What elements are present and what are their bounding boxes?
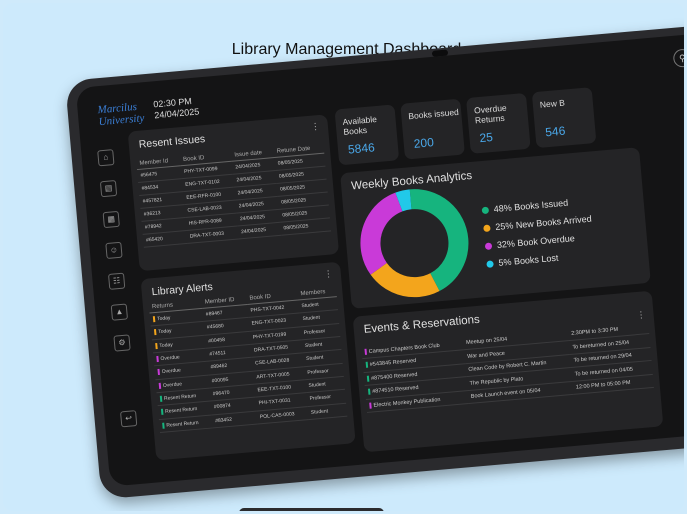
more-icon[interactable]: ⋮: [636, 309, 646, 321]
library-alerts-table: Returns Member ID Book ID Members Today#…: [148, 286, 348, 433]
cell: 24/04/2025: [237, 222, 282, 239]
stat-label-line: Books: [343, 124, 368, 137]
stat-card-new-books[interactable]: New B 546: [531, 87, 597, 149]
legend-swatch: [484, 242, 493, 251]
status-tag: [159, 395, 163, 402]
legend-label: 48% Books Issued: [493, 197, 569, 215]
legend-item-issued: 48% Books Issued: [481, 198, 568, 216]
status-tag: [366, 375, 370, 382]
building-icon[interactable]: ▲: [110, 303, 129, 321]
cell-text: Resent Return: [166, 419, 199, 429]
donut-chart: [360, 189, 469, 298]
dashboard-screen: Marcilus University 02:30 PM 24/04/2025 …: [75, 31, 684, 487]
slice-lost: [360, 189, 469, 298]
weekly-analytics-panel: Weekly Books Analytics 48% Books Issued …: [340, 147, 651, 309]
presentation-frame: Library Management Dashboard Marcilus Un…: [3, 3, 684, 511]
events-panel: Events & Reservations ⋮ Campus Chapters …: [352, 290, 664, 453]
cell-text: Overdue: [160, 354, 180, 363]
status-tag: [162, 422, 165, 429]
status-tag: [155, 342, 158, 349]
legend-item-lost: 5% Books Lost: [486, 253, 559, 269]
stat-label-line: New B: [539, 97, 566, 110]
more-icon[interactable]: ⋮: [310, 120, 321, 132]
status-tag: [364, 348, 368, 355]
slice-overdue: [360, 189, 469, 298]
status-tag: [153, 329, 157, 336]
stat-label: Books issued: [408, 107, 459, 121]
cell-text: Today: [158, 328, 172, 336]
status-tag: [157, 369, 160, 376]
status-tag: [152, 316, 156, 323]
stat-label-line: Returns: [474, 112, 506, 126]
status-tag: [368, 388, 371, 396]
home-icon[interactable]: ⌂: [97, 149, 115, 167]
legend-label: 32% Book Overdue: [496, 233, 576, 250]
tablet-device: Marcilus University 02:30 PM 24/04/2025 …: [65, 21, 684, 500]
legend-item-new: 25% New Books Arrived: [483, 214, 592, 233]
recent-issues-panel: Resent Issues ⋮ Member Id Book ID Issue …: [127, 114, 340, 272]
legend-swatch: [486, 260, 494, 269]
cell: #83452: [211, 410, 258, 428]
legend-label: 5% Books Lost: [498, 252, 559, 268]
logout-icon[interactable]: ↩: [120, 410, 138, 428]
legend-label: 25% New Books Arrived: [494, 213, 592, 233]
stat-label-line: Books issued: [407, 106, 460, 122]
cell-text: #874510 Reserved: [372, 385, 419, 396]
clock: 02:30 PM 24/04/2025: [153, 95, 200, 121]
more-icon[interactable]: ⋮: [323, 268, 334, 280]
status-tag: [369, 402, 372, 409]
cell-text: #875400 Reserved: [370, 371, 418, 382]
status-tag: [156, 355, 159, 363]
settings-icon[interactable]: ⚙: [113, 334, 131, 352]
cell: #65420: [142, 230, 188, 248]
events-title: Events & Reservations: [363, 313, 481, 336]
cell-text: #543845 Reserved: [369, 358, 417, 369]
cell-text: Today: [159, 341, 173, 349]
books-icon[interactable]: ▤: [99, 179, 118, 198]
legend-item-overdue: 32% Book Overdue: [484, 233, 576, 251]
slice-new-arrived: [360, 189, 469, 298]
university-logo: Marcilus University: [97, 100, 145, 128]
recent-issues-title: Resent Issues: [138, 133, 206, 151]
stat-value: 200: [413, 135, 435, 151]
status-tag: [158, 382, 162, 389]
legend-swatch: [483, 224, 491, 233]
search-icon[interactable]: ⚲: [672, 48, 684, 68]
stat-label: New B: [539, 98, 565, 110]
cell-text: Overdue: [162, 380, 183, 389]
recent-issues-table: Member Id Book ID Issue date Retune Date…: [136, 142, 332, 248]
cell-text: Overdue: [161, 367, 182, 376]
cell: Student: [307, 402, 348, 420]
stat-card-issued[interactable]: Books issued 200: [400, 98, 465, 160]
members-icon[interactable]: ☺: [105, 241, 123, 260]
library-alerts-title: Library Alerts: [151, 280, 214, 299]
catalog-icon[interactable]: ▦: [102, 210, 120, 229]
tablet-stand: [239, 508, 384, 511]
stat-value: 25: [478, 129, 494, 146]
cell-text: Resent Return: [164, 406, 198, 416]
brand-line-2: University: [98, 112, 145, 129]
cell-text: Electric Monkey Publication: [373, 396, 441, 409]
legend-swatch: [481, 206, 490, 215]
cell-text: Today: [156, 315, 171, 323]
status-tag: [365, 362, 369, 369]
cell-text: Resent Return: [163, 393, 197, 402]
reports-icon[interactable]: ☷: [107, 272, 126, 290]
status-tag: [160, 409, 164, 416]
stat-value: 546: [544, 123, 566, 140]
library-alerts-panel: Library Alerts ⋮ Returns Member ID Book …: [140, 261, 356, 461]
stat-value: 5846: [347, 140, 376, 157]
